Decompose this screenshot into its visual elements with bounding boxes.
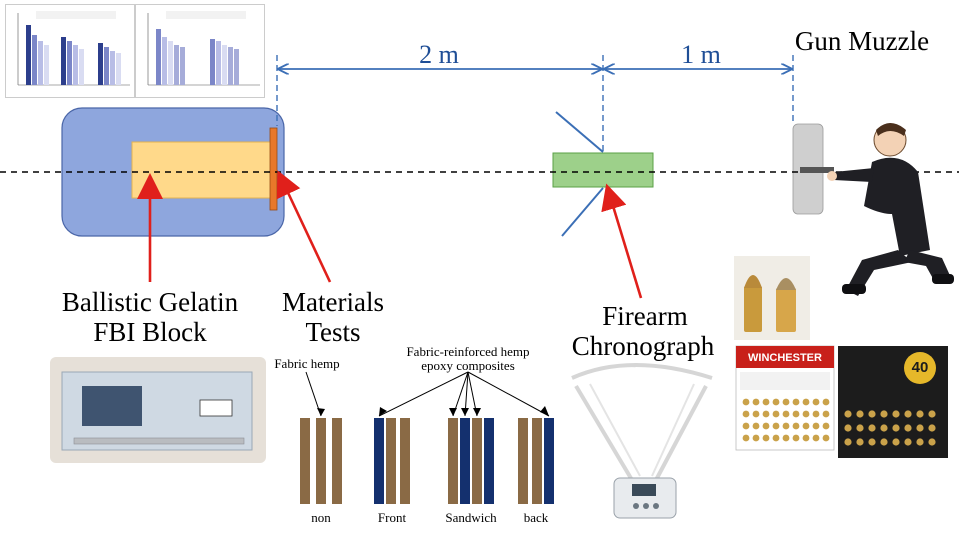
materials-label-line1: Materials <box>282 287 384 317</box>
stack-sandwich <box>448 418 494 504</box>
reinforced-label-line2: epoxy composites <box>421 358 515 373</box>
chronograph-label-line2: Chronograph <box>571 331 715 361</box>
stack-front <box>374 418 410 504</box>
ammo-box-2 <box>838 346 948 458</box>
sensor-wire-bottom <box>561 187 604 237</box>
chronograph-label-line1: Firearm <box>602 301 688 331</box>
ammo-box-1-brand: WINCHESTER <box>748 352 822 364</box>
stack-back <box>518 418 554 504</box>
ammo-box-1 <box>735 345 835 451</box>
fabric-hemp-label: Fabric hemp <box>274 356 340 371</box>
chronograph-photo <box>571 363 713 519</box>
ammo-box-2-caliber: 40 <box>911 359 929 376</box>
reinforced-label-line1: Fabric-reinforced hemp <box>406 344 530 359</box>
gelatin-core <box>131 141 276 199</box>
distance-1m-label: 1 m <box>681 40 721 69</box>
config-back: back <box>523 510 549 525</box>
stack-non <box>300 418 342 504</box>
distance-2m-label: 2 m <box>419 40 459 69</box>
chronograph-box <box>552 152 654 188</box>
sensor-wire-top <box>555 111 604 153</box>
gelatin-label-line1: Ballistic Gelatin <box>61 287 239 317</box>
config-non: non <box>311 510 331 525</box>
inset-chart-left <box>5 4 135 98</box>
target-plate <box>269 127 278 211</box>
gelatin-label-line2: FBI Block <box>93 317 207 347</box>
gun-muzzle-label: Gun Muzzle <box>794 26 930 56</box>
gelatin-photo <box>50 357 266 463</box>
config-front: Front <box>377 510 407 525</box>
config-sandwich: Sandwich <box>445 510 497 525</box>
bullets-photo <box>734 256 810 340</box>
inset-chart-right <box>135 4 265 98</box>
materials-label-line2: Tests <box>305 317 361 347</box>
shooter-figure <box>800 123 954 296</box>
arrow-materials <box>276 170 332 283</box>
arrow-chronograph <box>601 183 643 299</box>
